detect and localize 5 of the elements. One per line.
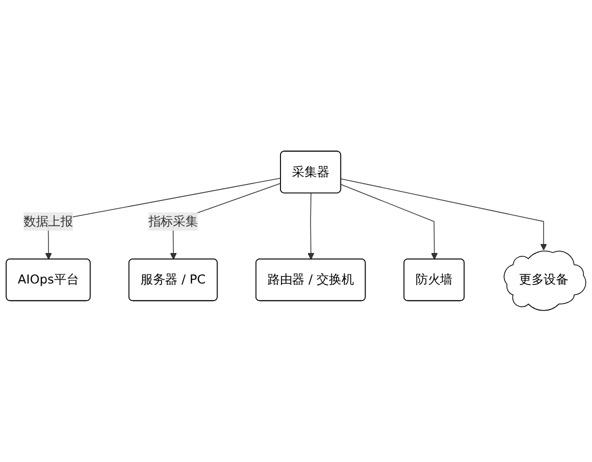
arrow <box>340 184 438 260</box>
edge-label: 数据上报 <box>23 214 73 229</box>
arrow <box>308 193 314 260</box>
arrow <box>340 178 548 251</box>
edge-label: 指标采集 <box>148 214 198 229</box>
